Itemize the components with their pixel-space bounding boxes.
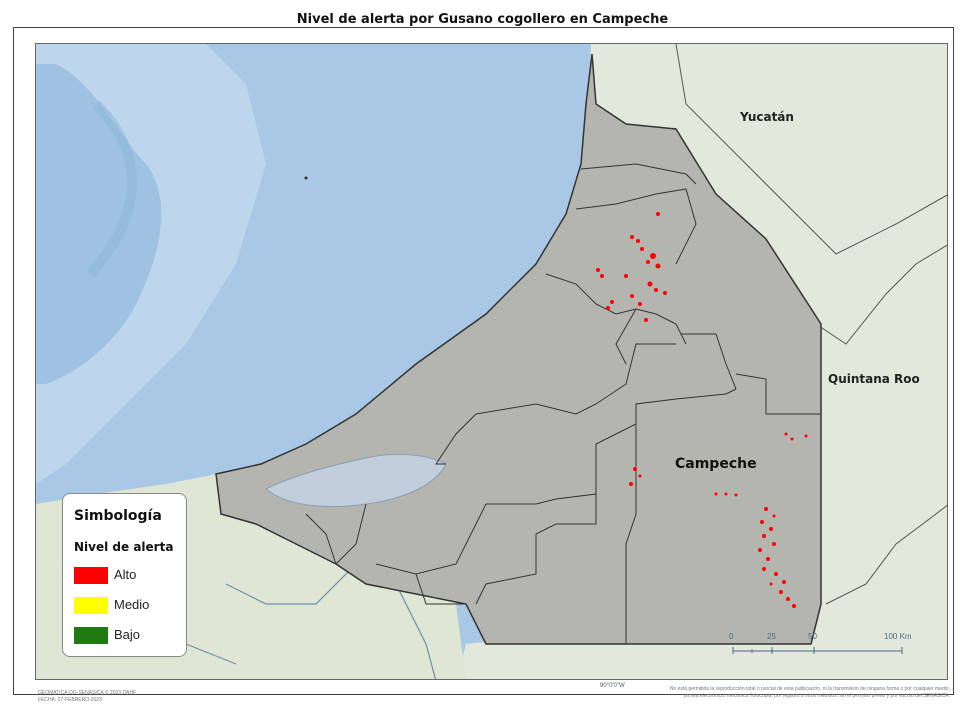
scale-label-25: 25 xyxy=(767,632,776,641)
credit-line-2: FECHA: 27-FEBRERO-2023 xyxy=(38,697,102,703)
legend-swatch-medio xyxy=(74,597,108,614)
map-canvas[interactable] xyxy=(35,43,948,680)
map-title: Nivel de alerta por Gusano cogollero en … xyxy=(296,12,669,27)
scale-bar-graphic xyxy=(732,647,903,654)
scale-label-100: 100 Km xyxy=(884,632,912,641)
credit-block: GEOMATICA-DG-SENASICA © 2023 DAHF FECHA:… xyxy=(38,690,136,704)
seafloor-ridge xyxy=(87,100,137,278)
shelf-edge xyxy=(36,64,162,384)
legend-title: Simbología xyxy=(74,508,162,524)
municipal-boundaries xyxy=(305,163,821,644)
map-frame xyxy=(13,27,954,695)
legend-label-medio: Medio xyxy=(114,597,150,612)
legend-label-alto: Alto xyxy=(114,567,137,582)
label-yucatan: Yucatán xyxy=(740,110,794,124)
coordinate-label: 90°0'0"W xyxy=(600,683,625,689)
credit-line-1: GEOMATICA-DG-SENASICA © 2023 DAHF xyxy=(38,690,137,696)
legend-swatch-bajo xyxy=(74,627,108,644)
scale-label-0: 0 xyxy=(729,632,734,641)
disclaimer-line-2: ya sea electrónico, mecánico, fotocopia,… xyxy=(683,693,950,699)
disclaimer-block: No está permitida la reproducción total … xyxy=(565,686,950,700)
yucatan-boundary xyxy=(675,44,947,255)
qroo-boundary xyxy=(815,244,947,345)
belize-boundary xyxy=(825,504,947,605)
legend-label-bajo: Bajo xyxy=(114,627,141,642)
island xyxy=(304,176,308,180)
legend-swatch-alto xyxy=(74,567,108,584)
scale-label-50: 50 xyxy=(808,632,817,641)
label-quintana-roo: Quintana Roo xyxy=(828,372,920,386)
legend-subtitle: Nivel de alerta xyxy=(74,540,174,554)
scale-bar: 0 25 50 100 Km xyxy=(729,632,912,660)
map-svg xyxy=(36,44,947,679)
legend: Simbología Nivel de alerta Alto Medio Ba… xyxy=(62,493,187,657)
label-campeche: Campeche xyxy=(675,456,757,472)
alerta-alto-markers xyxy=(596,212,808,608)
disclaimer-line-1: No está permitida la reproducción total … xyxy=(669,686,950,692)
